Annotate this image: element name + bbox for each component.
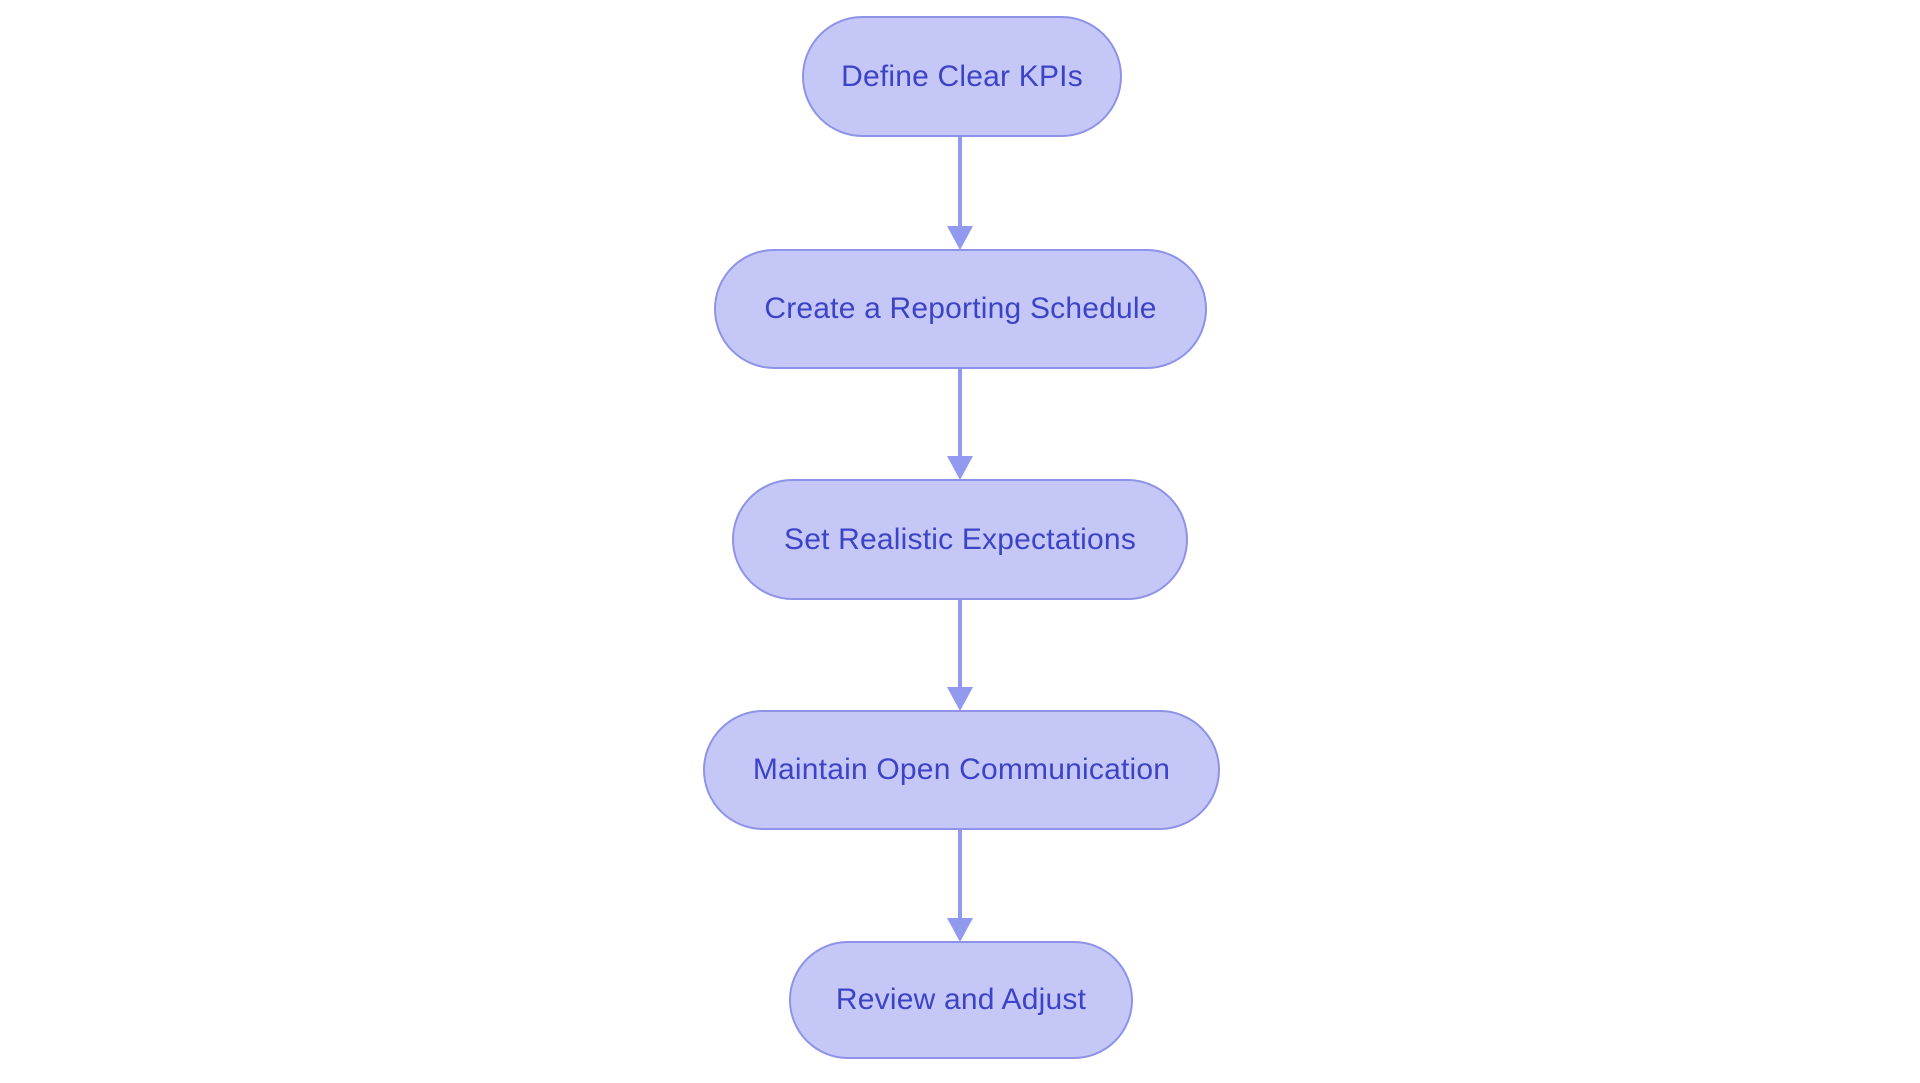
flow-node-label: Set Realistic Expectations: [783, 522, 1137, 556]
flow-node-set-realistic-expectations: Set Realistic Expectations: [732, 479, 1188, 600]
connector-line-3: [958, 600, 962, 689]
flow-node-label: Define Clear KPIs: [841, 59, 1083, 93]
flow-node-label: Review and Adjust: [835, 983, 1087, 1016]
flow-node-label: Maintain Open Communication: [752, 753, 1171, 786]
connector-line-1: [958, 137, 962, 228]
connector-line-2: [958, 369, 962, 458]
connector-line-4: [958, 830, 962, 920]
arrowhead-down-icon: [947, 456, 973, 480]
arrowhead-down-icon: [947, 226, 973, 250]
flow-node-create-reporting-schedule: Create a Reporting Schedule: [714, 249, 1207, 369]
flow-node-define-clear-kpis: Define Clear KPIs: [802, 16, 1122, 137]
flow-node-maintain-open-communication: Maintain Open Communication: [703, 710, 1220, 830]
flow-node-label: Create a Reporting Schedule: [764, 292, 1157, 325]
flow-node-review-and-adjust: Review and Adjust: [789, 941, 1133, 1059]
arrowhead-down-icon: [947, 918, 973, 942]
arrowhead-down-icon: [947, 687, 973, 711]
